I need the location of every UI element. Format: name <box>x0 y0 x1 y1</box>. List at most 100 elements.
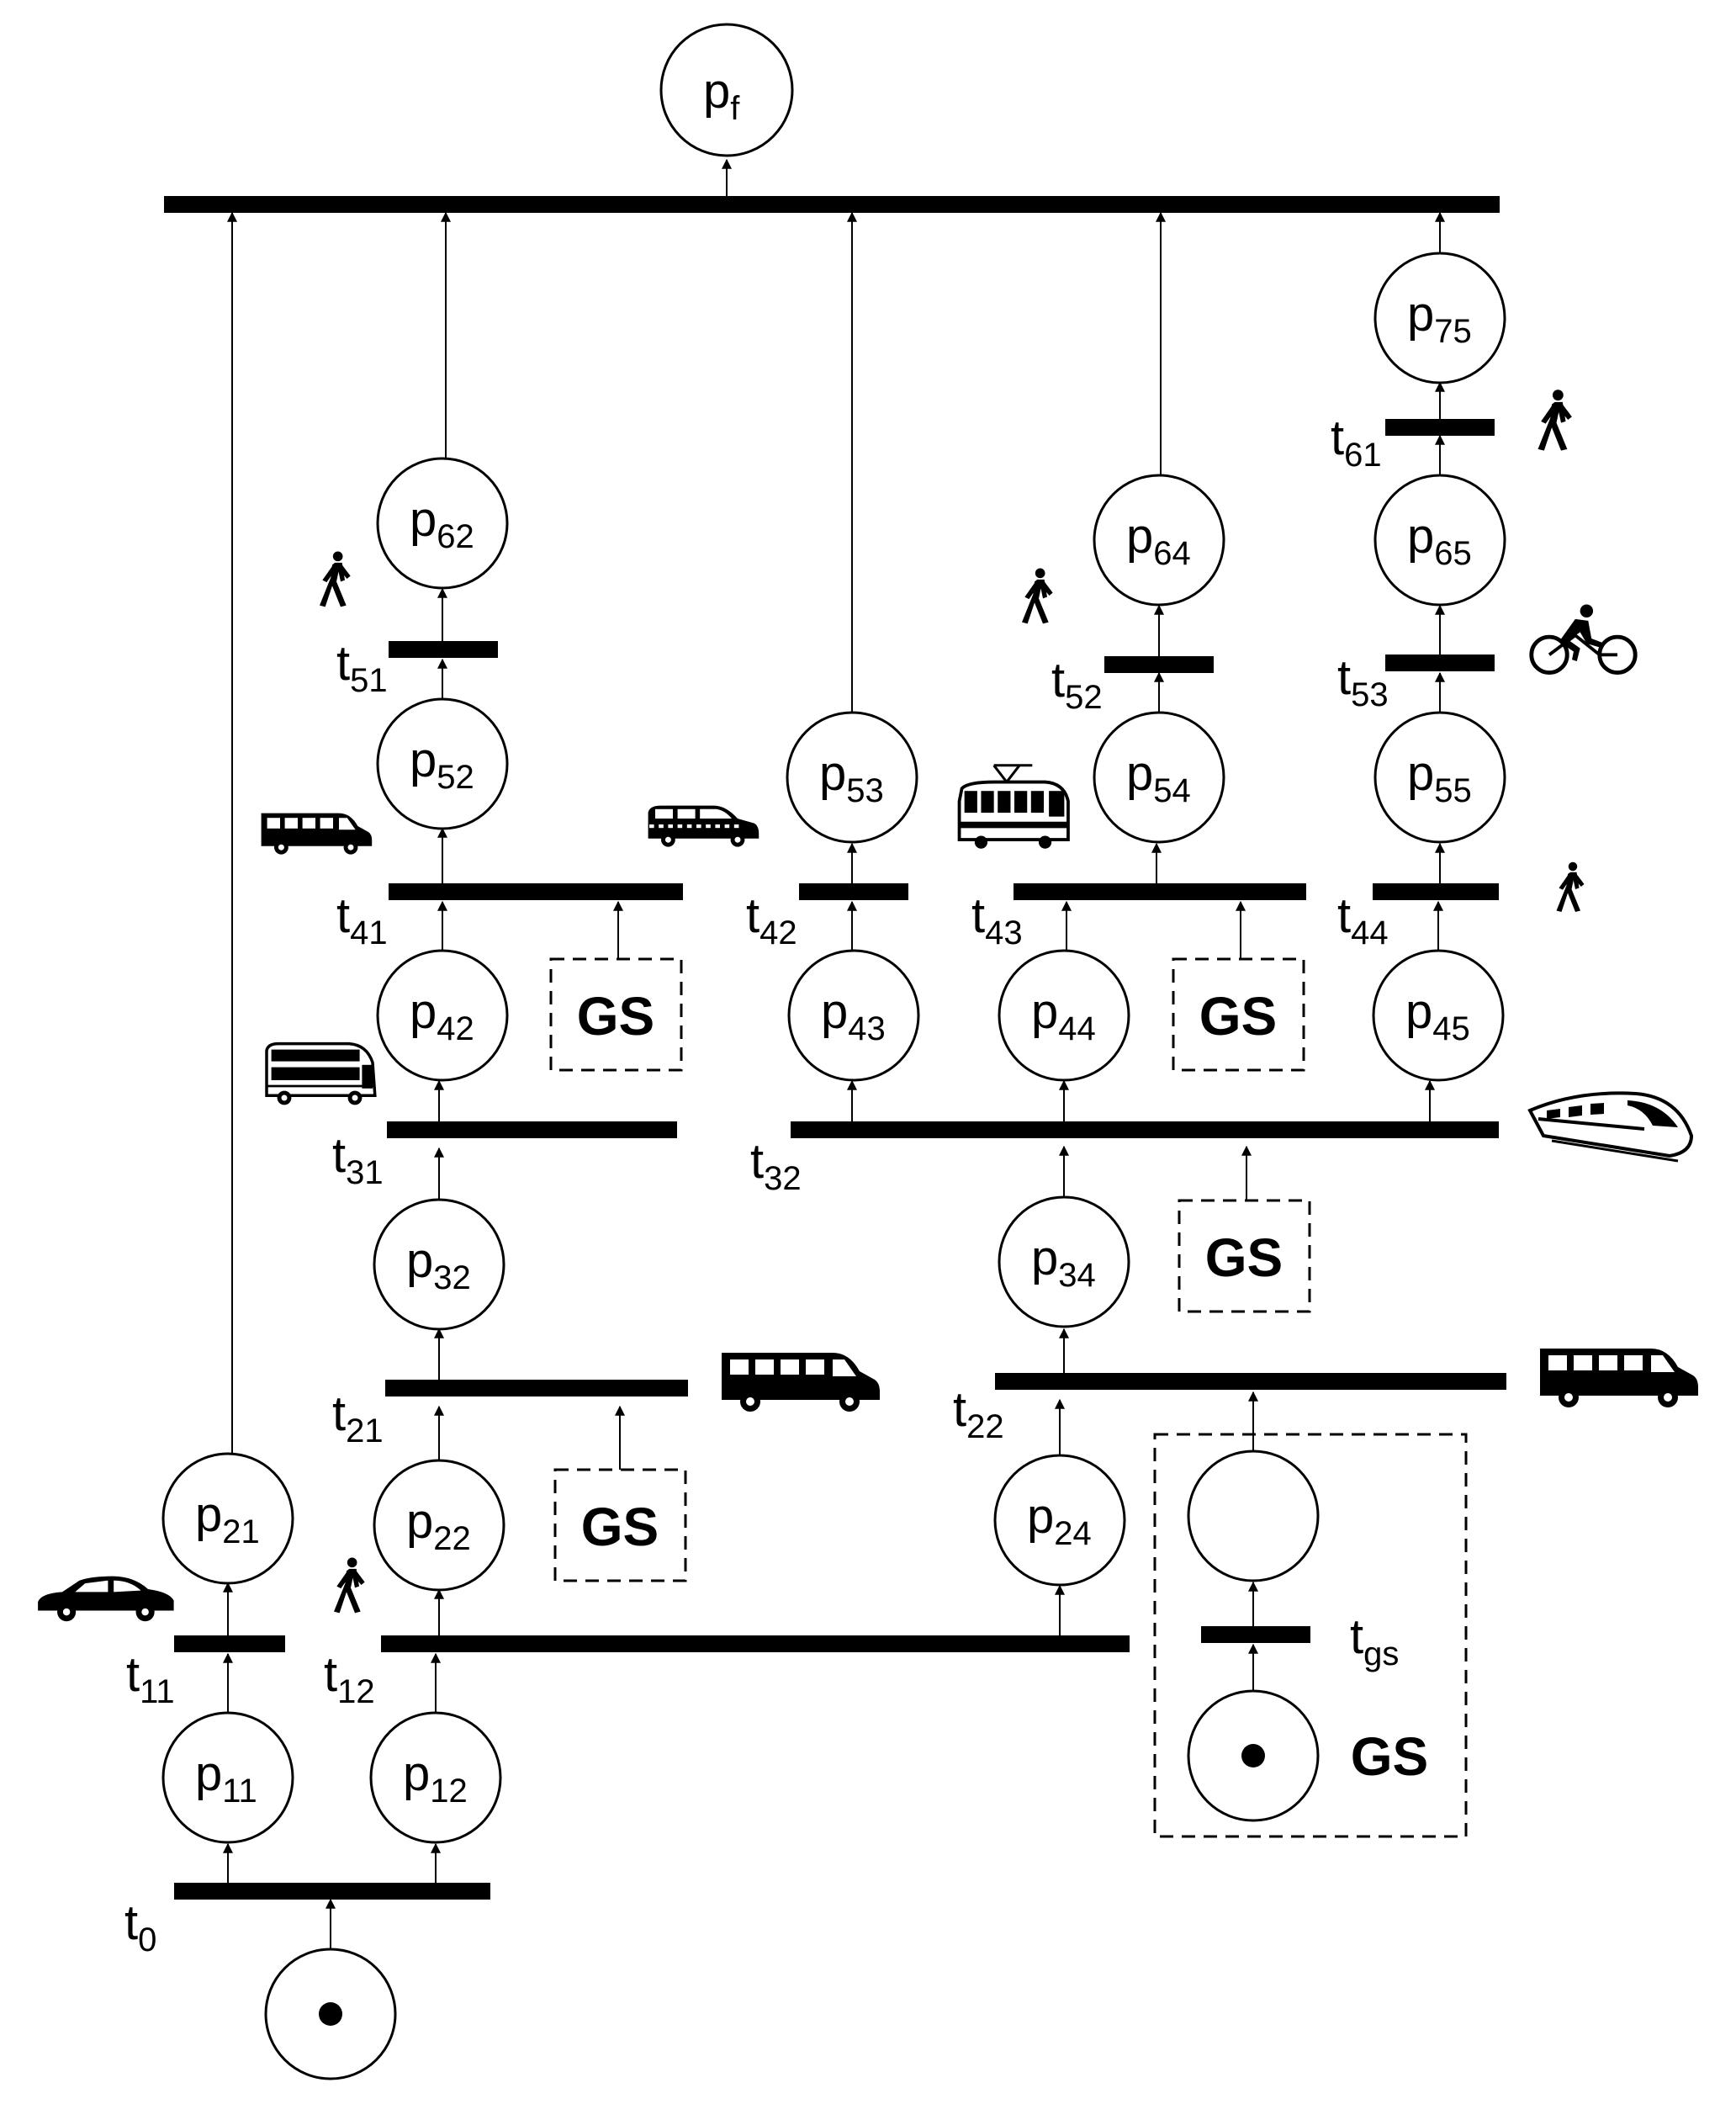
place-p75: p75 <box>1373 252 1506 384</box>
gs-label: GS <box>581 1497 659 1557</box>
svg-text:p54: p54 <box>1126 746 1191 809</box>
transition-final <box>164 196 1500 213</box>
svg-text:p21: p21 <box>195 1487 260 1550</box>
place-p11: p11 <box>161 1711 294 1844</box>
place-p24: p24 <box>993 1454 1126 1587</box>
car-icon <box>38 1576 174 1622</box>
place-p42: p42 <box>376 949 509 1082</box>
minibus-icon <box>722 1353 880 1412</box>
gs-box-t43 <box>1172 957 1305 1072</box>
transition-t53 <box>1385 655 1495 671</box>
place-p45: p45 <box>1372 949 1505 1082</box>
place-p22: p22 <box>373 1459 505 1592</box>
svg-text:p45: p45 <box>1405 984 1470 1047</box>
walking-person-icon <box>320 551 351 607</box>
label-t51: t51 <box>336 636 388 699</box>
place-start-token <box>264 1948 397 2080</box>
label-t0: t0 <box>124 1895 156 1958</box>
walking-person-icon <box>1538 390 1572 451</box>
walking-person-icon <box>1556 861 1585 912</box>
label-t44: t44 <box>1337 888 1389 951</box>
svg-text:p62: p62 <box>410 492 474 555</box>
coach-bus-icon <box>265 1041 377 1107</box>
place-p32: p32 <box>373 1198 505 1331</box>
gs-label: GS <box>1205 1227 1283 1288</box>
svg-text:p34: p34 <box>1031 1231 1096 1294</box>
svg-text:p32: p32 <box>406 1233 471 1296</box>
cyclist-icon <box>1532 605 1635 673</box>
transition-t44 <box>1373 883 1499 900</box>
place-p54: p54 <box>1093 711 1225 844</box>
transition-t0 <box>174 1883 490 1900</box>
minibus-icon <box>261 813 373 855</box>
transition-t52 <box>1104 656 1214 673</box>
transition-t21 <box>385 1380 688 1396</box>
svg-text:p11: p11 <box>195 1746 257 1810</box>
minibus-icon <box>1540 1349 1698 1407</box>
transition-t41 <box>389 883 683 900</box>
svg-text:p52: p52 <box>410 733 474 796</box>
svg-text:p42: p42 <box>410 984 474 1047</box>
svg-text:p75: p75 <box>1407 287 1472 350</box>
transition-t51 <box>389 641 498 658</box>
place-p55: p55 <box>1373 711 1506 844</box>
place-p62: p62 <box>376 457 509 590</box>
svg-text:pf: pf <box>703 64 740 127</box>
place-p64: p64 <box>1093 474 1225 607</box>
svg-text:p24: p24 <box>1027 1489 1092 1552</box>
high-speed-train-icon <box>1528 1091 1693 1163</box>
place-p43: p43 <box>787 949 920 1082</box>
label-tgs: tgs <box>1350 1609 1399 1672</box>
svg-text:p53: p53 <box>819 746 884 809</box>
svg-text:p12: p12 <box>403 1746 468 1810</box>
label-t43: t43 <box>971 888 1023 951</box>
label-t42: t42 <box>746 888 797 951</box>
transition-t43 <box>1014 883 1306 900</box>
gs-box-t32 <box>1178 1199 1311 1313</box>
label-t41: t41 <box>336 888 388 951</box>
label-t53: t53 <box>1337 650 1389 713</box>
svg-text:p65: p65 <box>1407 509 1472 572</box>
svg-text:p22: p22 <box>406 1494 471 1557</box>
walking-person-icon <box>1022 568 1053 624</box>
label-t22: t22 <box>953 1382 1004 1445</box>
label-t32: t32 <box>750 1134 802 1197</box>
walking-person-icon <box>334 1557 365 1614</box>
place-p44: p44 <box>998 949 1130 1082</box>
svg-text:p64: p64 <box>1126 509 1191 572</box>
place-p52: p52 <box>376 697 509 830</box>
label-t21: t21 <box>332 1386 384 1449</box>
place-p65: p65 <box>1373 474 1506 607</box>
transition-t11 <box>174 1635 285 1652</box>
svg-text:p44: p44 <box>1031 984 1096 1047</box>
gs-box-t41 <box>549 957 683 1072</box>
svg-text:p43: p43 <box>821 984 886 1047</box>
transition-t42 <box>799 883 908 900</box>
transition-tgs <box>1201 1626 1310 1643</box>
gs-label: GS <box>1199 986 1277 1047</box>
label-t11: t11 <box>126 1647 175 1710</box>
tram-icon <box>957 763 1070 851</box>
place-p12: p12 <box>369 1711 502 1844</box>
place-pf: pf <box>659 23 794 157</box>
place-p53: p53 <box>786 711 918 844</box>
svg-text:p55: p55 <box>1407 746 1472 809</box>
transition-t12 <box>381 1635 1130 1652</box>
place-p34: p34 <box>998 1195 1130 1328</box>
transition-t22 <box>995 1373 1506 1390</box>
gs-box-t21 <box>553 1468 687 1582</box>
place-gs-token <box>1187 1689 1320 1822</box>
transition-t61 <box>1385 419 1495 436</box>
gs-subnet-box <box>1153 1433 1468 1838</box>
label-t31: t31 <box>332 1128 384 1191</box>
place-gs-ready <box>1187 1449 1320 1582</box>
gs-label: GS <box>577 986 654 1047</box>
label-t52: t52 <box>1051 653 1103 716</box>
label-t61: t61 <box>1331 411 1382 474</box>
label-t12: t12 <box>324 1647 375 1710</box>
transition-t32 <box>791 1121 1499 1138</box>
gs-label: GS <box>1351 1726 1428 1787</box>
transition-t31 <box>387 1121 677 1138</box>
place-p21: p21 <box>161 1452 294 1585</box>
